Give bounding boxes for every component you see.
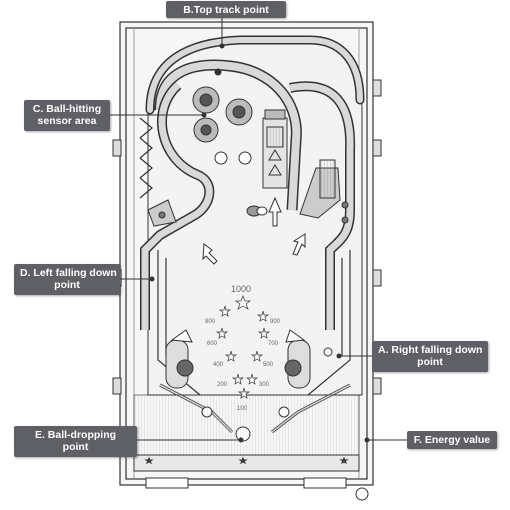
score-100: 100 xyxy=(237,406,248,412)
callout-right-fall-line2: point xyxy=(417,356,443,368)
callout-left-falling-down-point: D. Left falling down point xyxy=(14,264,120,295)
callout-sensor-line2: sensor area xyxy=(37,115,97,127)
callout-ball-dropping-point: E. Ball-dropping point xyxy=(14,426,137,457)
score-200: 200 xyxy=(217,382,228,388)
score-500: 500 xyxy=(263,362,274,368)
callout-right-fall-line1: A. Right falling down xyxy=(378,344,483,356)
flippers xyxy=(165,329,311,389)
callout-energy-value: F. Energy value xyxy=(407,431,497,449)
callout-left-fall-line2: point xyxy=(54,279,80,291)
center-tower xyxy=(262,109,288,189)
cabinet-wheels xyxy=(145,477,369,501)
callout-sensor-line1: C. Ball-hitting xyxy=(32,103,102,115)
score-400: 400 xyxy=(213,362,224,368)
score-800: 800 xyxy=(205,319,216,325)
callout-left-fall-line1: D. Left falling down xyxy=(20,267,117,279)
left-kicker xyxy=(147,199,177,227)
callout-top-track-text: B.Top track point xyxy=(183,4,269,16)
side-brackets xyxy=(112,79,382,395)
center-spinner xyxy=(246,205,268,217)
score-300: 300 xyxy=(259,382,270,388)
callout-leaders xyxy=(110,17,407,443)
lane-arrows xyxy=(202,196,306,265)
callout-right-falling-down-point: A. Right falling down point xyxy=(372,341,488,372)
callout-ball-hitting-sensor-area: C. Ball-hitting sensor area xyxy=(24,100,110,131)
score-600: 600 xyxy=(207,341,218,347)
left-lane-chevrons xyxy=(139,117,153,199)
pop-bumpers xyxy=(192,68,253,165)
right-launcher xyxy=(299,159,349,224)
score-1000: 1000 xyxy=(231,284,252,294)
callout-drop-line1: E. Ball-dropping xyxy=(34,429,117,441)
inner-rails xyxy=(157,250,351,396)
callout-drop-line2: point xyxy=(62,441,89,453)
score-700: 700 xyxy=(268,341,279,347)
score-900: 900 xyxy=(270,319,281,325)
callout-top-track-point: B.Top track point xyxy=(166,1,286,18)
playfield-stars xyxy=(215,295,271,399)
callout-energy-text: F. Energy value xyxy=(413,434,491,446)
